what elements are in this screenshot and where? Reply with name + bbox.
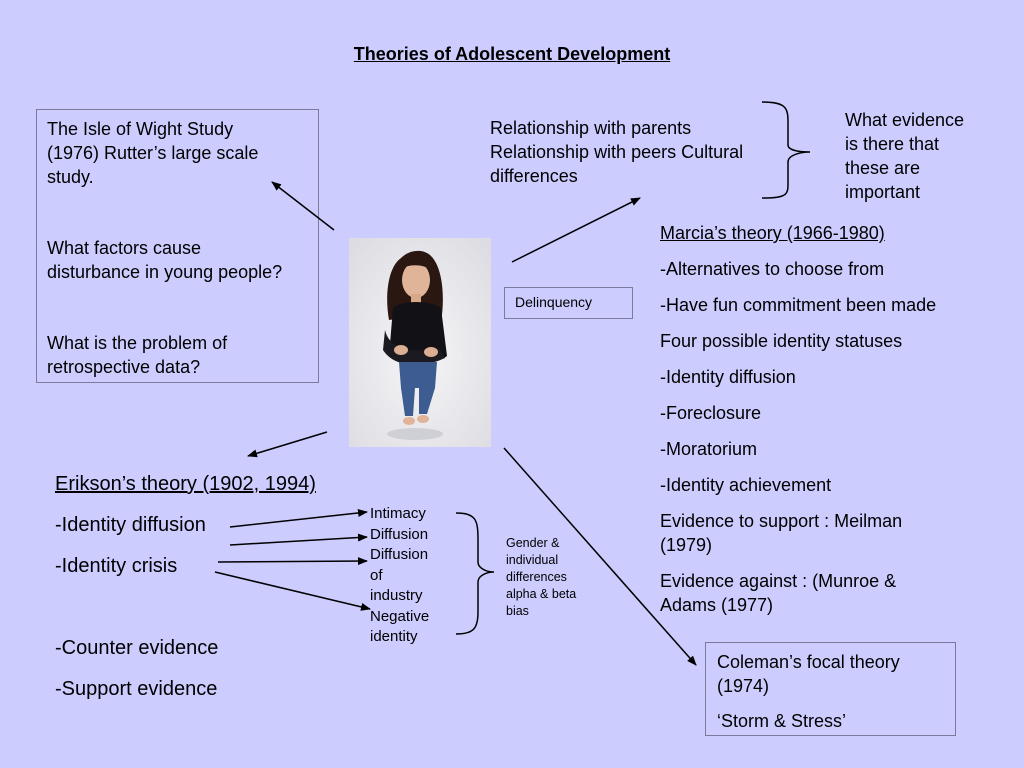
erikson-item-counter-evidence: -Counter evidence xyxy=(55,637,219,659)
delinquency-box: Delinquency xyxy=(504,287,633,319)
arrow-to-erikson xyxy=(247,431,328,458)
gender-line: individual xyxy=(506,553,559,567)
marcia-support-a: Evidence to support : Meilman xyxy=(660,511,903,531)
gender-line: Gender & xyxy=(506,536,560,550)
page-title: Theories of Adolescent Development xyxy=(353,44,671,64)
gender-line: bias xyxy=(506,604,529,618)
erikson-item-identity-crisis: -Identity crisis xyxy=(55,555,178,577)
coleman-line-1: Coleman’s focal theory xyxy=(717,652,900,672)
gender-line: differences xyxy=(506,570,567,584)
isle-question-2b: retrospective data? xyxy=(47,357,201,377)
erikson-heading: Erikson’s theory (1902, 1994) xyxy=(55,473,316,495)
marcia-item: Four possible identity statuses xyxy=(660,331,903,351)
arrow-to-diffusion xyxy=(229,533,368,546)
marcia-section: Marcia’s theory (1966-1980) -Alternative… xyxy=(660,221,936,617)
relationships-line-1: Relationship with parents xyxy=(490,118,692,138)
stage-line: Diffusion xyxy=(370,546,429,563)
stage-line: industry xyxy=(370,587,423,604)
erikson-item-identity-diffusion: -Identity diffusion xyxy=(55,514,206,536)
arrow-to-intimacy xyxy=(229,509,368,528)
erikson-item-support-evidence: -Support evidence xyxy=(55,678,218,700)
isle-line-2: (1976) Rutter’s large scale xyxy=(47,143,259,163)
stage-line: Negative xyxy=(370,607,430,625)
relationships-line-2: Relationship with peers Cultural xyxy=(490,142,744,162)
delinquency-label: Delinquency xyxy=(515,294,593,310)
marcia-item: -Foreclosure xyxy=(660,403,762,423)
brace-relationships xyxy=(761,101,811,199)
marcia-item: -Have fun commitment been made xyxy=(660,295,937,315)
relationships-text: Relationship with parents Relationship w… xyxy=(490,116,743,188)
evidence-line-1: What evidence xyxy=(845,110,965,130)
coleman-box: Coleman’s focal theory (1974) ‘Storm & S… xyxy=(705,642,956,736)
isle-question-2a: What is the problem of xyxy=(47,333,228,353)
arrow-to-relationships xyxy=(511,197,641,263)
evidence-line-2: is there that xyxy=(845,134,940,154)
marcia-support-b: (1979) xyxy=(660,535,713,555)
evidence-line-4: important xyxy=(845,182,921,202)
stage-line: of xyxy=(370,566,383,584)
stage-line: Intimacy xyxy=(370,505,426,522)
marcia-item: -Alternatives to choose from xyxy=(660,259,885,279)
teenager-photo xyxy=(349,238,491,447)
evidence-line-3: these are xyxy=(845,158,921,178)
erikson-stages: Intimacy Diffusion Diffusion of industry… xyxy=(370,504,429,648)
marcia-heading: Marcia’s theory (1966-1980) xyxy=(660,223,885,243)
isle-line-1: The Isle of Wight Study xyxy=(47,119,234,139)
marcia-item: -Identity diffusion xyxy=(660,367,796,387)
teenager-illustration xyxy=(349,238,491,447)
marcia-item: -Identity achievement xyxy=(660,475,832,495)
evidence-note: What evidence is there that these are im… xyxy=(845,108,964,204)
arrow-to-negative-identity xyxy=(214,571,371,611)
coleman-line-2: (1974) xyxy=(717,676,770,696)
isle-of-wight-box: The Isle of Wight Study (1976) Rutter’s … xyxy=(36,109,319,383)
stage-line: identity xyxy=(370,628,418,645)
marcia-against-b: Adams (1977) xyxy=(660,595,774,615)
marcia-item: -Moratorium xyxy=(660,439,758,459)
isle-question-1a: What factors cause xyxy=(47,238,202,258)
arrow-to-industry xyxy=(217,557,368,566)
marcia-against-a: Evidence against : (Munroe & xyxy=(660,571,897,591)
isle-line-3: study. xyxy=(47,167,94,187)
isle-question-1b: disturbance in young people? xyxy=(47,262,283,282)
brace-stages xyxy=(455,512,495,635)
stage-line: Diffusion xyxy=(370,525,429,543)
gender-note: Gender & individual differences alpha & … xyxy=(506,535,576,620)
gender-line: alpha & beta xyxy=(506,587,577,601)
coleman-line-3: ‘Storm & Stress’ xyxy=(717,711,847,731)
relationships-line-3: differences xyxy=(490,166,578,186)
